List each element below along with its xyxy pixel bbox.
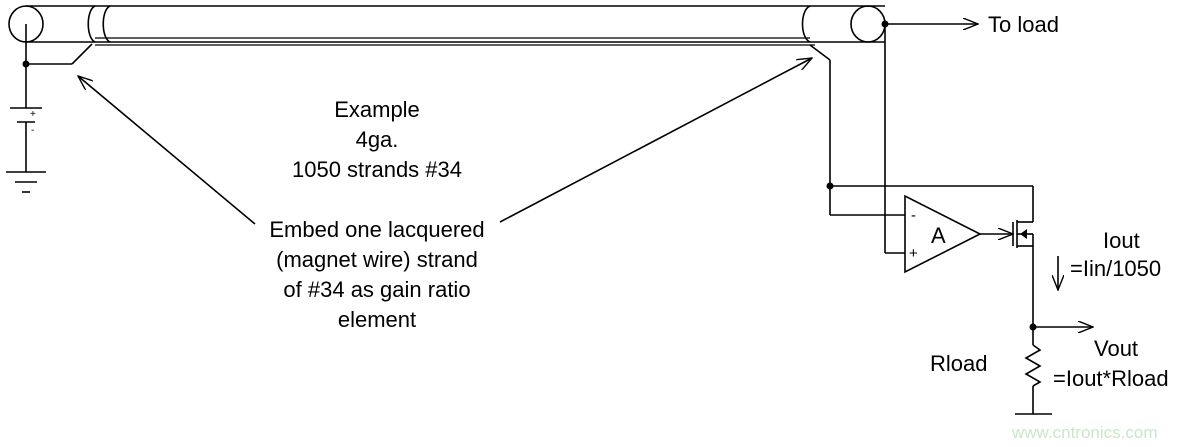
example-line-2: 4ga. (356, 127, 399, 152)
rload-label: Rload (930, 351, 987, 376)
embed-line-1: Embed one lacquered (269, 217, 484, 242)
battery-minus-label: - (31, 125, 34, 136)
watermark: www.cntronics.com (1011, 423, 1157, 442)
opamp-label: A (931, 223, 946, 248)
mosfet-icon (1012, 220, 1034, 248)
cable-left-sheath-cut-2 (102, 5, 111, 43)
embed-line-2: (magnet wire) strand (276, 247, 478, 272)
to-load-label: To load (988, 12, 1059, 37)
embed-text: Embed one lacquered (magnet wire) strand… (269, 217, 484, 332)
embed-line-3: of #34 as gain ratio (283, 277, 470, 302)
ground-icon-left (6, 171, 46, 193)
cable-left-sheath-cut (87, 5, 96, 43)
callout-arrow-right (499, 58, 812, 223)
callout-arrow-left (78, 76, 256, 225)
embed-line-4: element (338, 307, 416, 332)
source-circuit: + - (6, 24, 93, 193)
example-line-3: 1050 strands #34 (292, 157, 462, 182)
iout-label: Iout (1103, 228, 1140, 253)
vout-label: Vout (1094, 336, 1138, 361)
vout-equation: =Iout*Rload (1053, 366, 1169, 391)
example-text: Example 4ga. 1050 strands #34 (292, 97, 462, 182)
cable-right-sheath-cut (801, 5, 811, 43)
example-line-1: Example (334, 97, 420, 122)
opamp-minus-label: - (911, 207, 916, 224)
resistor-icon (1024, 344, 1042, 387)
opamp-icon: A - + (904, 194, 982, 274)
iout-equation: =Iin/1050 (1070, 256, 1161, 281)
battery-plus-label: + (30, 109, 36, 120)
opamp-plus-label: + (909, 245, 918, 262)
cable (8, 5, 889, 46)
sense-wiring (809, 24, 1034, 254)
cable-right-end (850, 5, 886, 43)
